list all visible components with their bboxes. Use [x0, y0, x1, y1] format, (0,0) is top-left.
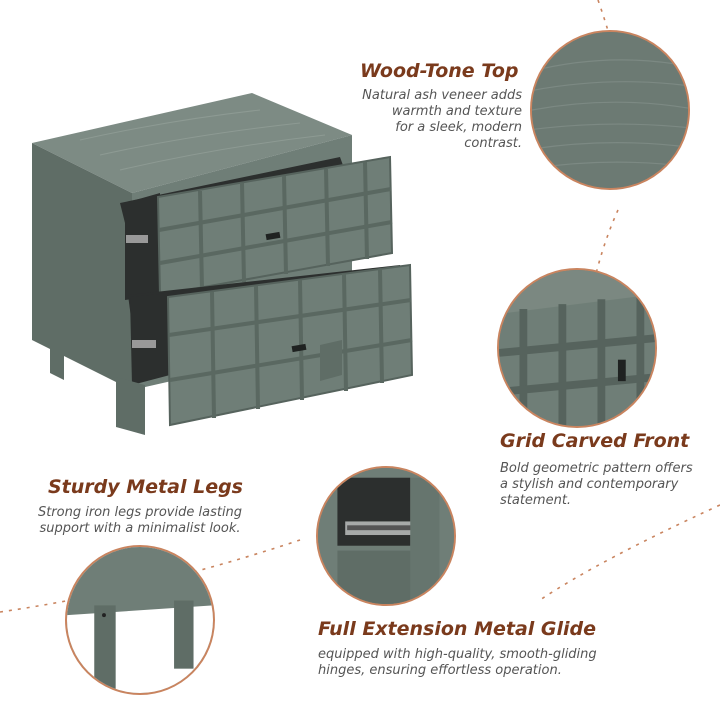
- grid-front-line-3: statement.: [500, 493, 572, 508]
- grid-front-heading: Grid Carved Front: [500, 430, 690, 452]
- grid-front-line-2: a stylish and contemporary: [500, 477, 679, 492]
- grid-front-description: Bold geometric pattern offers a stylish …: [500, 461, 715, 509]
- metal-legs-line-2: support with a minimalist look.: [39, 521, 241, 536]
- metal-legs-description: Strong iron legs provide lasting support…: [20, 505, 260, 537]
- wood-top-heading: Wood-Tone Top: [360, 60, 519, 82]
- metal-legs-heading: Sturdy Metal Legs: [48, 476, 243, 498]
- metal-legs-detail-image: [65, 545, 215, 695]
- wood-top-line-1: Natural ash veneer adds: [362, 88, 522, 103]
- wood-top-line-4: contrast.: [464, 136, 522, 151]
- wood-top-line-2: warmth and texture: [391, 104, 522, 119]
- metal-glide-line-2: hinges, ensuring effortless operation.: [318, 663, 562, 678]
- grid-front-detail-image: [497, 268, 657, 428]
- metal-glide-detail-image: [316, 466, 456, 606]
- metal-glide-line-1: equipped with high-quality, smooth-glidi…: [318, 647, 597, 662]
- metal-glide-description: equipped with high-quality, smooth-glidi…: [318, 647, 638, 679]
- metal-legs-line-1: Strong iron legs provide lasting: [37, 505, 243, 520]
- nightstand-product-image: [32, 93, 414, 435]
- metal-glide-heading: Full Extension Metal Glide: [318, 618, 597, 640]
- wood-top-line-3: for a sleek, modern: [395, 120, 522, 135]
- wood-top-description: Natural ash veneer adds warmth and textu…: [342, 88, 522, 152]
- grid-front-line-1: Bold geometric pattern offers: [500, 461, 693, 476]
- wood-top-detail-image: [530, 30, 690, 190]
